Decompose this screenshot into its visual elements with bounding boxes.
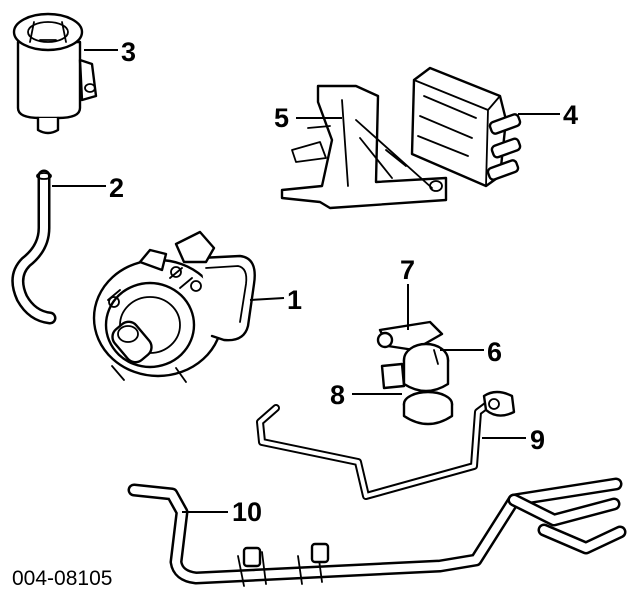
part-4-canister xyxy=(410,66,522,188)
part-10-hose-assembly xyxy=(127,477,627,587)
part-2-hose xyxy=(11,169,57,325)
callout-2: 2 xyxy=(109,173,124,203)
callout-1: 1 xyxy=(287,285,302,315)
part-1-pump xyxy=(92,230,256,383)
part-5-bracket xyxy=(280,84,448,210)
callout-6: 6 xyxy=(487,337,502,367)
callout-9: 9 xyxy=(530,425,545,455)
drawing-code: 004-08105 xyxy=(12,567,112,590)
callout-4: 4 xyxy=(563,100,578,130)
leader-1 xyxy=(249,297,285,301)
callout-8: 8 xyxy=(330,380,345,410)
callout-3: 3 xyxy=(121,37,136,67)
part-7-valve-bracket xyxy=(376,320,444,352)
leader-lines xyxy=(52,49,560,513)
part-3-reservoir xyxy=(12,12,98,135)
callout-5: 5 xyxy=(274,103,289,133)
callout-7: 7 xyxy=(400,255,415,285)
callout-10: 10 xyxy=(232,497,262,527)
part-6-8-valve xyxy=(380,342,454,426)
part-9-tube xyxy=(256,390,516,500)
